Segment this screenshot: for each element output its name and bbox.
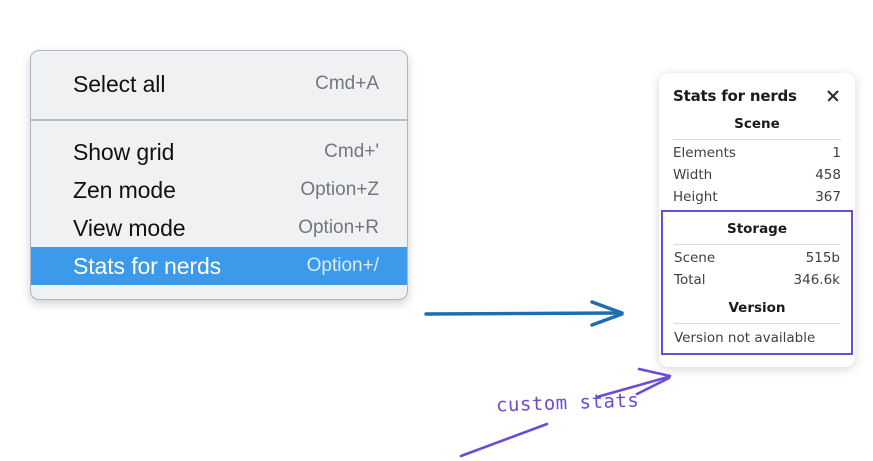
custom-stats-highlight-box: Storage Scene 515b Total 346.6k Version …: [661, 210, 853, 355]
stat-key: Scene: [674, 250, 716, 266]
menu-item-stats-for-nerds[interactable]: Stats for nerds Option+/: [31, 247, 407, 285]
stat-value: 515b: [805, 250, 840, 266]
menu-item-shortcut: Cmd+A: [315, 73, 379, 94]
scene-section: Scene Elements 1 Width 458 Height 367: [659, 107, 855, 208]
menu-item-shortcut: Option+/: [306, 255, 379, 276]
menu-item-shortcut: Option+R: [298, 217, 379, 238]
stat-value: 346.6k: [793, 272, 840, 288]
stat-value: 367: [815, 189, 841, 205]
section-divider: [674, 244, 840, 245]
panel-header: Stats for nerds: [659, 83, 855, 107]
handwritten-annotation-label: custom stats: [495, 389, 640, 417]
stat-key: Height: [673, 189, 718, 205]
section-divider: [673, 139, 841, 140]
panel-title: Stats for nerds: [673, 87, 797, 105]
stat-value: 458: [815, 167, 841, 183]
close-icon[interactable]: [825, 88, 841, 104]
stat-row: Scene 515b: [672, 247, 842, 269]
stat-value: 1: [832, 145, 841, 161]
blue-arrow-annotation: [424, 300, 624, 327]
menu-item-label: View mode: [73, 214, 186, 241]
menu-item-zen-mode[interactable]: Zen mode Option+Z: [31, 171, 407, 209]
menu-item-shortcut: Option+Z: [300, 179, 379, 200]
menu-item-view-mode[interactable]: View mode Option+R: [31, 209, 407, 247]
stats-for-nerds-panel: Stats for nerds Scene Elements 1 Width 4…: [659, 73, 855, 367]
purple-underline-stroke: [459, 422, 549, 458]
menu-group-bottom: Show grid Cmd+' Zen mode Option+Z View m…: [31, 121, 407, 299]
stat-row: Elements 1: [671, 142, 843, 164]
menu-item-shortcut: Cmd+': [324, 141, 379, 162]
stat-row: Total 346.6k: [672, 269, 842, 291]
menu-item-label: Show grid: [73, 138, 175, 165]
menu-item-label: Select all: [73, 70, 166, 97]
storage-section: Storage Scene 515b Total 346.6k: [672, 212, 842, 291]
stat-key: Width: [673, 167, 713, 183]
stat-row: Height 367: [671, 186, 843, 208]
menu-item-label: Stats for nerds: [73, 252, 222, 279]
version-section: Version Version not available: [672, 291, 842, 348]
version-note: Version not available: [674, 330, 816, 346]
menu-group-top: Select all Cmd+A: [31, 51, 407, 119]
storage-heading: Storage: [726, 221, 788, 237]
stat-key: Total: [674, 272, 706, 288]
menu-item-show-grid[interactable]: Show grid Cmd+': [31, 133, 407, 171]
menu-separator: [31, 119, 407, 121]
version-heading: Version: [728, 300, 786, 316]
menu-item-label: Zen mode: [73, 176, 176, 203]
section-divider: [674, 323, 840, 324]
scene-heading: Scene: [734, 116, 780, 132]
menu-item-select-all[interactable]: Select all Cmd+A: [31, 65, 407, 103]
context-menu[interactable]: Select all Cmd+A Show grid Cmd+' Zen mod…: [30, 50, 408, 300]
stat-row: Width 458: [671, 164, 843, 186]
stat-key: Elements: [673, 145, 736, 161]
